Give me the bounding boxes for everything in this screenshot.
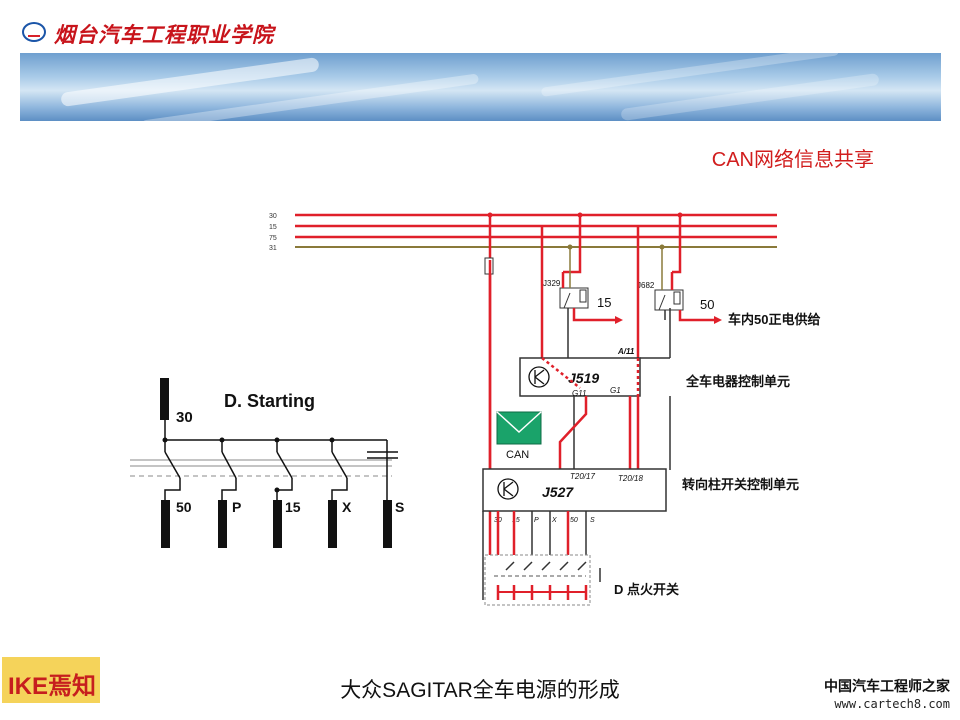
relay-j329 — [559, 287, 589, 309]
school-logo: 烟台汽车工程职业学院 — [20, 18, 273, 48]
output-label: 15 — [285, 499, 301, 515]
slide-title: CAN网络信息共享 — [711, 149, 874, 171]
input-label: 30 — [176, 409, 193, 426]
j527-pin-b: T20/18 — [618, 474, 643, 483]
ike-brand-logo: IKE焉知 — [2, 657, 100, 703]
bus-label: 31 — [269, 245, 277, 252]
can-envelope-icon — [496, 411, 542, 445]
j527-pin: P — [534, 517, 539, 524]
starting-switch-diagram: D. Starting 30 50 — [130, 378, 404, 548]
output-terminal-50 — [161, 500, 170, 548]
output-label: S — [395, 499, 404, 515]
output-terminal-s — [383, 500, 392, 548]
starting-title: D. Starting — [224, 391, 315, 411]
output-terminal-p — [218, 500, 227, 548]
module-label: 转向柱开关控制单元 — [682, 477, 799, 492]
relay-output: 50 — [700, 297, 714, 312]
j527-pin: S — [590, 517, 595, 524]
relay-id: J329 — [543, 279, 561, 288]
school-name: 烟台汽车工程职业学院 — [54, 22, 274, 47]
output-label: 50 — [176, 499, 192, 515]
bus-label: 75 — [269, 235, 277, 242]
diagram-area: D. Starting 30 50 — [102, 190, 850, 675]
watermark-name: 中国汽车工程师之家 — [824, 679, 950, 695]
input-terminal — [160, 378, 169, 420]
output-label: P — [232, 499, 241, 515]
bus-label: 15 — [269, 224, 277, 231]
j519-pin-top: A/11 — [617, 347, 635, 356]
relay-output: 15 — [597, 295, 611, 310]
ike-brand-text: IKE焉知 — [8, 673, 97, 700]
school-emblem-icon — [22, 22, 46, 42]
module-id: J519 — [568, 370, 599, 386]
module-label: 全车电器控制单元 — [685, 374, 790, 389]
can-power-diagram: 30 15 75 31 J329 15 J682 — [269, 212, 820, 606]
j519-pin-bottom: G11 — [572, 389, 587, 398]
relay-id: J682 — [637, 281, 655, 290]
module-id: J527 — [542, 484, 574, 500]
wiring-diagram: D. Starting 30 50 — [130, 212, 820, 606]
header-banner — [20, 46, 941, 131]
j527-pin: 15 — [512, 517, 520, 524]
can-label: CAN — [506, 449, 529, 461]
watermark-url: www.cartech8.com — [834, 697, 950, 711]
relay-j682 — [654, 289, 684, 311]
j519-pin-right: G1 — [610, 386, 621, 395]
j527-pin: 50 — [570, 517, 578, 524]
ignition-switch — [484, 554, 591, 606]
relay2-output-label: 车内50正电供给 — [728, 312, 820, 327]
output-label: X — [342, 499, 352, 515]
bus-label: 30 — [269, 213, 277, 220]
j527-pin: X — [551, 517, 557, 524]
output-terminal-15 — [273, 500, 282, 548]
footer-title: 大众SAGITAR全车电源的形成 — [340, 679, 620, 702]
j527-pin-a: T20/17 — [570, 472, 595, 481]
output-terminal-x — [328, 500, 337, 548]
ignition-switch-label: D 点火开关 — [614, 582, 679, 597]
